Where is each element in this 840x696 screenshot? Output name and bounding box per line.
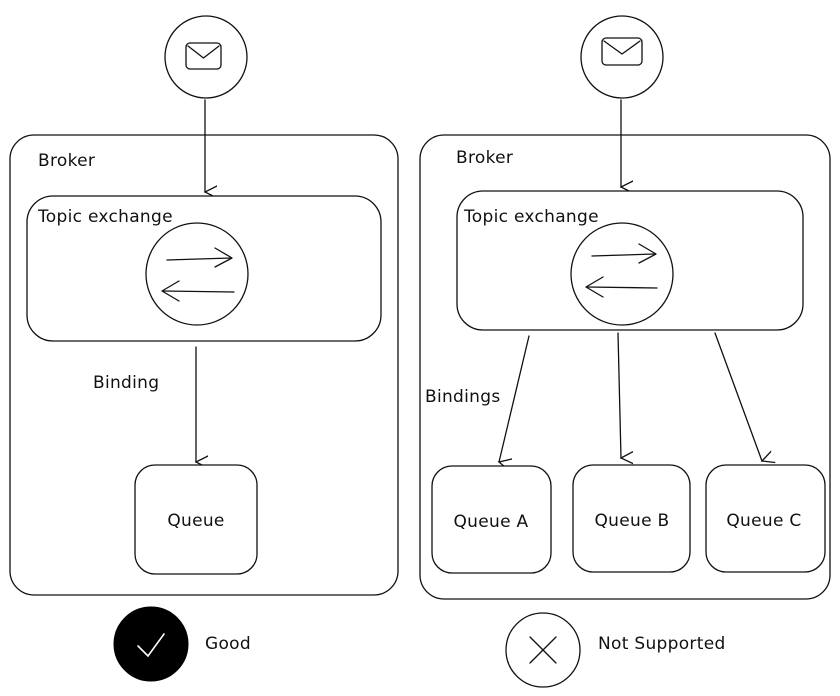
not-supported-label: Not Supported (598, 634, 726, 654)
good-label: Good (205, 634, 251, 654)
exchange-arrows-icon (145, 222, 249, 326)
left-broker-label: Broker (38, 151, 95, 171)
right-exchange-label: Topic exchange (463, 207, 599, 227)
right-message-node (580, 15, 664, 99)
queue-a-label: Queue A (454, 512, 529, 532)
left-exchange-label: Topic exchange (37, 207, 173, 227)
queue-b-box (572, 464, 691, 573)
left-binding-label: Binding (93, 373, 159, 393)
right-binding-arrow-a (499, 335, 530, 462)
right-broker-label: Broker (456, 148, 513, 168)
left-exchange-box (26, 195, 382, 342)
checkmark-icon (137, 633, 165, 658)
queue-b-label: Queue B (594, 511, 669, 531)
envelope-icon (601, 37, 643, 66)
good-badge (113, 606, 189, 682)
envelope-icon (185, 42, 222, 70)
right-broker-box (419, 134, 831, 600)
cross-icon (529, 636, 557, 664)
right-binding-arrow-c (714, 332, 762, 461)
right-diagram: Broker Topic exchange Bindings Queue A Q… (419, 15, 831, 688)
queue-c-box (705, 464, 826, 573)
left-broker-box (9, 134, 399, 596)
left-queue-label: Queue (167, 511, 224, 531)
right-binding-arrow-b (617, 332, 621, 458)
queue-a-box (431, 465, 552, 574)
left-queue-box (134, 464, 258, 575)
exchange-arrows-icon (570, 222, 674, 326)
not-supported-badge (505, 612, 581, 688)
right-binding-label: Bindings (425, 387, 501, 407)
left-message-node (164, 15, 248, 99)
queue-c-label: Queue C (726, 511, 801, 531)
right-exchange-box (456, 190, 804, 331)
left-diagram: Broker Topic exchange Binding Queue Good (9, 15, 399, 682)
